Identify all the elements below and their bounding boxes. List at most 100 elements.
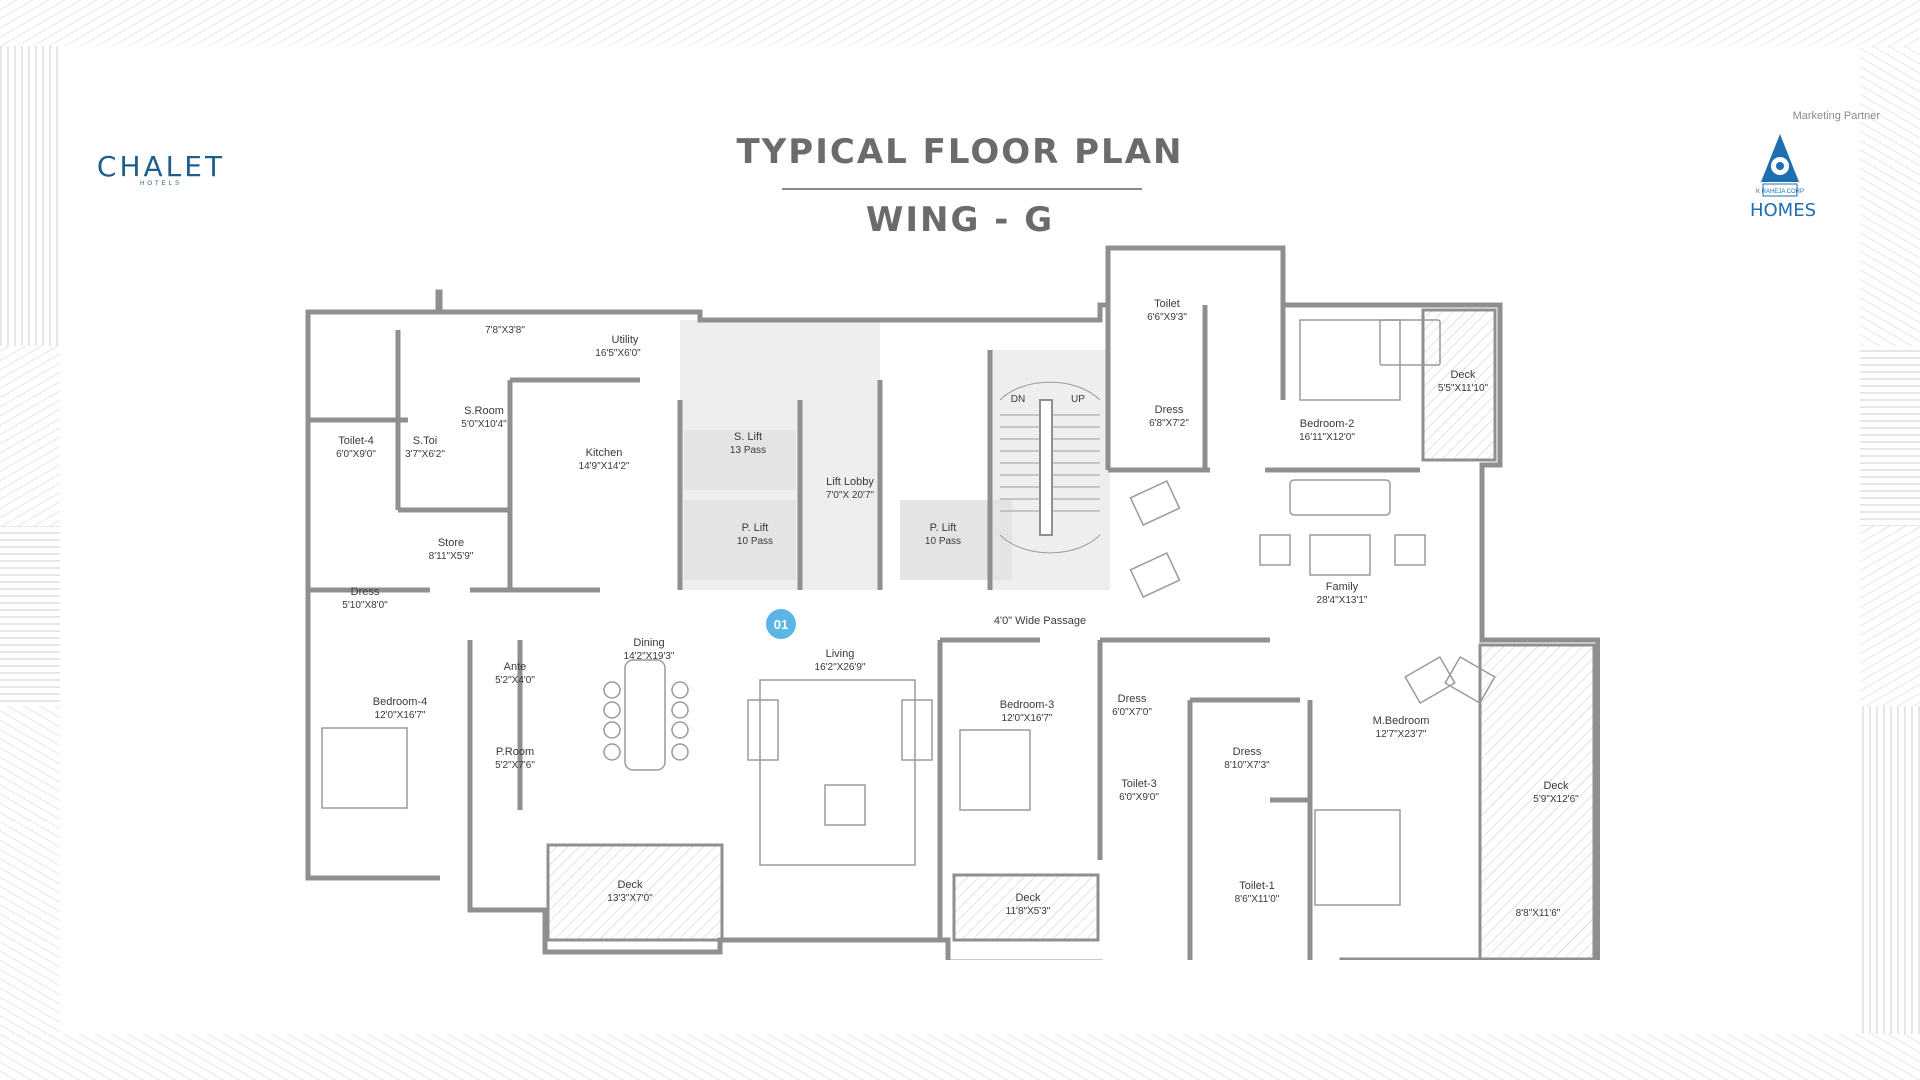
svg-text:Family: Family xyxy=(1326,581,1359,593)
passage-label: 4'0" Wide Passage xyxy=(994,615,1086,627)
svg-text:Dress: Dress xyxy=(1118,693,1147,705)
svg-text:M.Bedroom: M.Bedroom xyxy=(1373,715,1430,727)
svg-text:Deck: Deck xyxy=(617,879,643,891)
room-dress-m: Dress 8'10"X7'3" xyxy=(1224,746,1270,771)
svg-text:S. Lift: S. Lift xyxy=(734,431,762,443)
svg-text:3'7"X6'2": 3'7"X6'2" xyxy=(405,449,445,460)
title-divider xyxy=(782,188,1142,190)
svg-text:Deck: Deck xyxy=(1015,892,1041,904)
deck-areas xyxy=(546,308,1596,960)
svg-text:10 Pass: 10 Pass xyxy=(737,536,773,547)
svg-text:S.Toi: S.Toi xyxy=(413,435,437,447)
svg-text:Toilet-1: Toilet-1 xyxy=(1239,880,1274,892)
svg-text:12'0"X16'7": 12'0"X16'7" xyxy=(1002,713,1053,724)
svg-text:8'8"X11'6": 8'8"X11'6" xyxy=(1516,908,1561,919)
svg-text:12'7"X23'7": 12'7"X23'7" xyxy=(1376,729,1427,740)
svg-text:5'5"X11'10": 5'5"X11'10" xyxy=(1438,383,1489,394)
floor-shading xyxy=(680,320,1110,590)
svg-text:Bedroom-3: Bedroom-3 xyxy=(1000,699,1054,711)
room-toilet1: Toilet-1 8'6"X11'0" xyxy=(1235,880,1280,905)
room-store: Store 8'11"X5'9" xyxy=(429,537,474,562)
svg-text:Store: Store xyxy=(438,537,464,549)
raheja-homes-text: HOMES xyxy=(1749,200,1817,221)
svg-text:13 Pass: 13 Pass xyxy=(730,445,766,456)
svg-text:Ante: Ante xyxy=(504,661,527,673)
svg-text:5'10"X8'0": 5'10"X8'0" xyxy=(342,600,388,611)
raheja-logo-mark: K RAHEJA CORP xyxy=(1756,134,1804,197)
svg-text:Dress: Dress xyxy=(1155,404,1184,416)
svg-text:5'0"X10'4": 5'0"X10'4" xyxy=(461,419,507,430)
svg-text:P. Lift: P. Lift xyxy=(742,522,769,534)
svg-text:6'0"X9'0": 6'0"X9'0" xyxy=(336,449,376,460)
room-mbedroom: M.Bedroom 12'7"X23'7" xyxy=(1373,715,1430,740)
room-sroom: S.Room 5'0"X10'4" xyxy=(461,405,507,430)
svg-text:16'5"X6'0": 16'5"X6'0" xyxy=(595,348,641,359)
svg-text:5'2"X7'6": 5'2"X7'6" xyxy=(495,760,535,771)
room-utility-small: 7'8"X3'8" xyxy=(485,325,525,336)
raheja-logo-text: K RAHEJA CORP xyxy=(1756,189,1804,195)
room-deck-m-low: 8'8"X11'6" xyxy=(1516,908,1561,919)
svg-text:Deck: Deck xyxy=(1543,780,1569,792)
room-dress4: Dress 5'10"X8'0" xyxy=(342,586,388,611)
svg-text:Utility: Utility xyxy=(612,334,639,346)
floor-plan: 01 DN UP 4'0" Wide Passage Toilet6'6"X9'… xyxy=(305,245,1600,960)
svg-text:6'0"X7'0": 6'0"X7'0" xyxy=(1112,707,1152,718)
svg-text:7'0"X 20'7": 7'0"X 20'7" xyxy=(826,490,875,501)
svg-text:8'11"X5'9": 8'11"X5'9" xyxy=(429,551,474,562)
room-toilet4: Toilet-4 6'0"X9'0" xyxy=(336,435,376,460)
room-toilet3: Toilet-36'0"X9'0" xyxy=(1119,778,1159,803)
room-lobby: Lift Lobby 7'0"X 20'7" xyxy=(826,476,875,501)
svg-text:P.Room: P.Room xyxy=(496,746,534,758)
svg-text:10 Pass: 10 Pass xyxy=(925,536,961,547)
walls xyxy=(305,245,1600,960)
room-utility: Utility 16'5"X6'0" xyxy=(595,334,641,359)
room-plift1: P. Lift 10 Pass xyxy=(737,522,773,547)
room-deck-bed3: Deck 11'8"X5'3" xyxy=(1006,892,1051,917)
room-slift: S. Lift 13 Pass xyxy=(730,431,766,456)
svg-text:Lift Lobby: Lift Lobby xyxy=(826,476,874,488)
chalet-logo-sub: HOTELS xyxy=(139,181,182,187)
svg-text:8'6"X11'0": 8'6"X11'0" xyxy=(1235,894,1280,905)
room-proom: P.Room 5'2"X7'6" xyxy=(495,746,535,771)
svg-text:16'11"X12'0": 16'11"X12'0" xyxy=(1299,432,1355,443)
svg-text:Living: Living xyxy=(826,648,855,660)
svg-text:Kitchen: Kitchen xyxy=(586,447,623,459)
room-bedroom2: Bedroom-2 16'11"X12'0" xyxy=(1299,418,1355,443)
svg-text:28'4"X13'1": 28'4"X13'1" xyxy=(1317,595,1368,606)
page-subtitle: WING - G xyxy=(865,200,1055,240)
partner-label: Marketing Partner xyxy=(1792,110,1880,122)
room-bedroom3: Bedroom-3 12'0"X16'7" xyxy=(1000,699,1054,724)
stair-labels: DN UP xyxy=(1011,394,1085,405)
unit-badge: 01 xyxy=(766,609,796,639)
stair-down-label: DN xyxy=(1011,394,1025,405)
page-title: TYPICAL FLOOR PLAN xyxy=(736,132,1184,172)
svg-text:Bedroom-2: Bedroom-2 xyxy=(1300,418,1354,430)
svg-text:Toilet-4: Toilet-4 xyxy=(338,435,373,447)
svg-text:6'0"X9'0": 6'0"X9'0" xyxy=(1119,792,1159,803)
svg-text:P. Lift: P. Lift xyxy=(930,522,957,534)
room-bedroom4: Bedroom-412'0"X16'7" xyxy=(373,696,427,721)
svg-text:7'8"X3'8": 7'8"X3'8" xyxy=(485,325,525,336)
stair-up-label: UP xyxy=(1071,394,1085,405)
room-dress3: Dress 6'0"X7'0" xyxy=(1112,693,1152,718)
svg-text:16'2"X26'9": 16'2"X26'9" xyxy=(815,662,866,673)
raheja-logo: K RAHEJA CORP HOMES xyxy=(1735,130,1825,221)
svg-text:Dress: Dress xyxy=(351,586,380,598)
svg-text:11'8"X5'3": 11'8"X5'3" xyxy=(1006,906,1051,917)
svg-text:Dress: Dress xyxy=(1233,746,1262,758)
svg-text:Dining: Dining xyxy=(633,637,664,649)
svg-text:S.Room: S.Room xyxy=(464,405,504,417)
room-kitchen: Kitchen 14'9"X14'2" xyxy=(579,447,630,472)
room-living: Living 16'2"X26'9" xyxy=(815,648,866,673)
svg-text:14'9"X14'2": 14'9"X14'2" xyxy=(579,461,630,472)
svg-text:12'0"X16'7": 12'0"X16'7" xyxy=(375,710,426,721)
svg-text:8'10"X7'3": 8'10"X7'3" xyxy=(1224,760,1270,771)
